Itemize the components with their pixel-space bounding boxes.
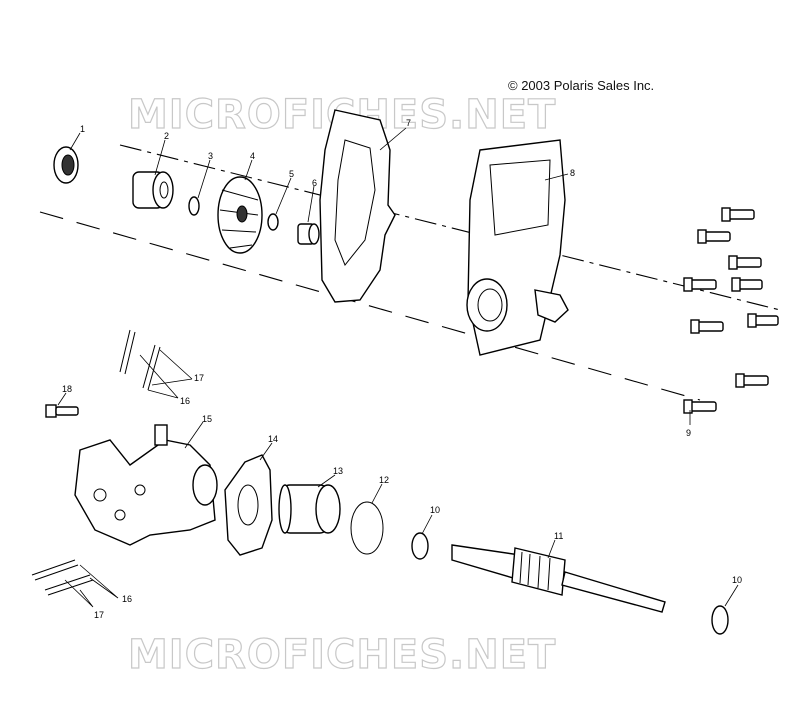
part-pump-housing bbox=[466, 139, 569, 356]
callout-3: 3 bbox=[208, 151, 213, 161]
part-washer-10b bbox=[711, 605, 729, 635]
part-oil-pump bbox=[74, 424, 218, 546]
callout-11: 11 bbox=[554, 531, 563, 541]
callout-6: 6 bbox=[312, 178, 317, 188]
callout-18: 18 bbox=[62, 384, 72, 394]
callout-2: 2 bbox=[164, 131, 169, 141]
callout-labels: 1 2 3 4 5 6 7 8 9 10 10 11 12 13 14 15 1… bbox=[62, 118, 742, 620]
part-pins-upper bbox=[119, 329, 161, 391]
part-drive-shaft bbox=[451, 544, 666, 613]
part-gasket-7 bbox=[319, 109, 396, 303]
part-impeller bbox=[217, 176, 263, 254]
part-bolt-18 bbox=[45, 404, 79, 418]
axis-line-lower bbox=[39, 211, 701, 401]
part-pins-lower bbox=[31, 559, 94, 596]
callout-leaders bbox=[57, 127, 739, 608]
part-washer-5 bbox=[267, 213, 279, 231]
callout-16a: 16 bbox=[180, 396, 190, 406]
callout-4: 4 bbox=[250, 151, 255, 161]
watermark-bottom: MICROFICHES.NET bbox=[128, 632, 556, 678]
callout-5: 5 bbox=[289, 169, 294, 179]
callout-7: 7 bbox=[406, 118, 411, 128]
callout-1: 1 bbox=[80, 124, 85, 134]
copyright-notice: © 2003 Polaris Sales Inc. bbox=[508, 78, 655, 93]
callout-16b: 16 bbox=[122, 594, 132, 604]
part-gasket-14 bbox=[224, 454, 273, 556]
callout-9: 9 bbox=[686, 428, 691, 438]
callout-17a: 17 bbox=[194, 373, 204, 383]
part-washer-3 bbox=[188, 196, 200, 216]
callout-10b: 10 bbox=[732, 575, 742, 585]
part-nut bbox=[297, 223, 320, 245]
part-bolts-9 bbox=[683, 207, 779, 414]
callout-10a: 10 bbox=[430, 505, 440, 515]
callout-12: 12 bbox=[379, 475, 389, 485]
callout-8: 8 bbox=[570, 168, 575, 178]
callout-14: 14 bbox=[268, 434, 278, 444]
callout-13: 13 bbox=[333, 466, 343, 476]
part-seal bbox=[53, 146, 79, 184]
callout-17b: 17 bbox=[94, 610, 104, 620]
part-bearing bbox=[132, 171, 174, 209]
part-cup bbox=[278, 484, 341, 534]
part-washer-10a bbox=[411, 532, 429, 560]
part-o-ring bbox=[350, 501, 384, 555]
callout-15: 15 bbox=[202, 414, 212, 424]
